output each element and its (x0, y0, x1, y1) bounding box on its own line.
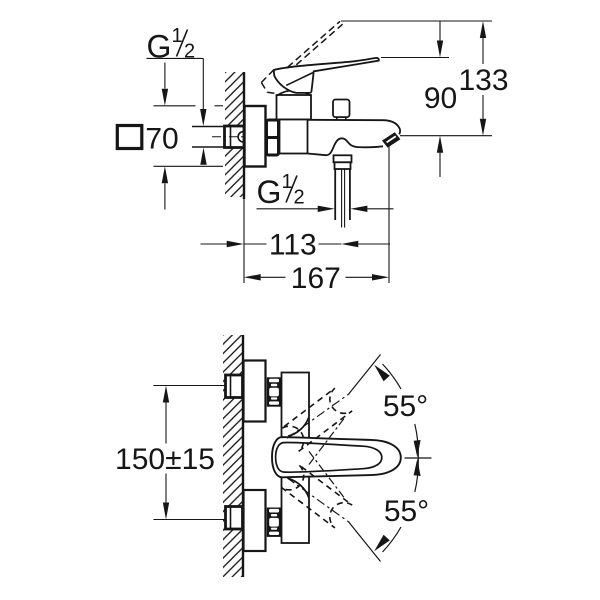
svg-text:167: 167 (291, 262, 341, 295)
svg-text:2: 2 (294, 187, 305, 209)
svg-text:55°: 55° (384, 495, 429, 528)
svg-text:G: G (147, 29, 172, 65)
svg-text:2: 2 (184, 41, 195, 63)
svg-text:70: 70 (145, 123, 178, 156)
svg-text:113: 113 (269, 229, 317, 262)
svg-text:55°: 55° (383, 390, 428, 423)
svg-text:G: G (257, 174, 282, 210)
svg-text:1: 1 (282, 171, 293, 193)
svg-text:90: 90 (424, 82, 457, 115)
svg-text:133: 133 (458, 64, 508, 97)
svg-text:150±15: 150±15 (115, 443, 215, 476)
svg-text:1: 1 (172, 25, 183, 47)
